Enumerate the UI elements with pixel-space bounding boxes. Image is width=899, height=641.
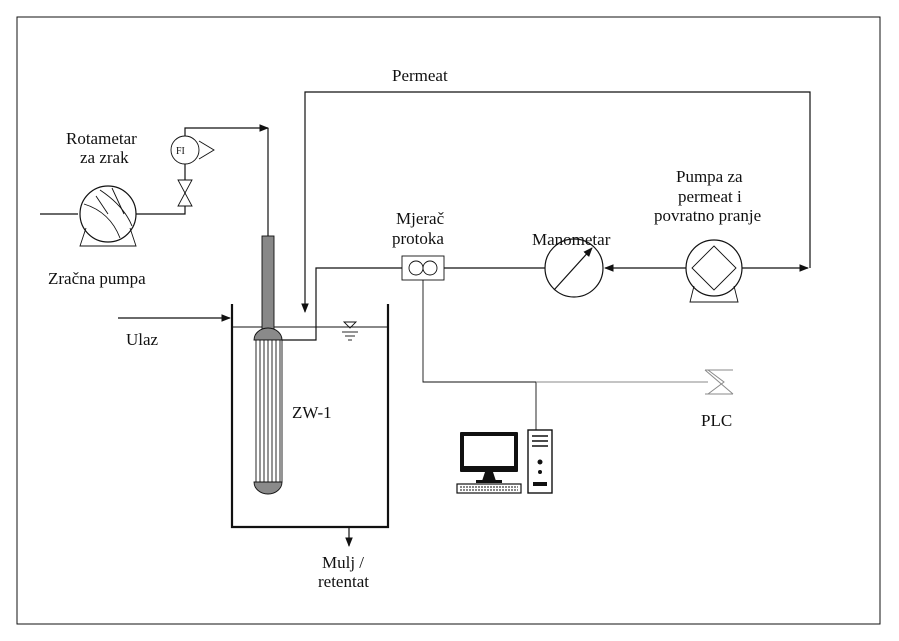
- permeat-pump: [685, 239, 743, 303]
- mjerac-label-1: Mjerač: [396, 209, 445, 228]
- air-line-upper: [184, 124, 269, 136]
- signal-line-flowmeter: [422, 280, 537, 430]
- membrane-module: [253, 235, 283, 495]
- permeat-label: Permeat: [392, 66, 448, 85]
- rotameter-air: FI: [170, 135, 215, 165]
- flow-meter: [401, 255, 445, 281]
- pumpa-label-2: permeat i: [678, 187, 742, 206]
- permeat-line: [301, 91, 811, 313]
- air-valve: [177, 179, 193, 207]
- mjerac-label-2: protoka: [392, 229, 444, 248]
- tank: [230, 304, 390, 529]
- permeat-suction-line: [282, 267, 402, 341]
- pumpa-label-3: povratno pranje: [654, 206, 761, 225]
- water-level-icon: [342, 321, 358, 341]
- rotametar-label-2: za zrak: [80, 148, 129, 167]
- air-pump: [79, 185, 137, 247]
- plc-label: PLC: [701, 411, 732, 430]
- manometar-label: Manometar: [532, 230, 611, 249]
- mulj-label-1: Mulj /: [322, 553, 364, 572]
- module-label: ZW-1: [292, 403, 332, 422]
- diagram-frame: [16, 16, 881, 625]
- air-line: [136, 150, 186, 215]
- mulj-label-2: retentat: [318, 572, 369, 591]
- zracna-pumpa-label: Zračna pumpa: [48, 269, 146, 288]
- flow-indicator-label: FI: [176, 146, 185, 157]
- manometer: [544, 238, 604, 298]
- ulaz-label: Ulaz: [126, 330, 159, 349]
- pumpa-label-1: Pumpa za: [676, 167, 743, 186]
- plc-icon: [704, 369, 734, 395]
- computer-icon: [456, 429, 553, 494]
- rotametar-label-1: Rotametar: [66, 129, 137, 148]
